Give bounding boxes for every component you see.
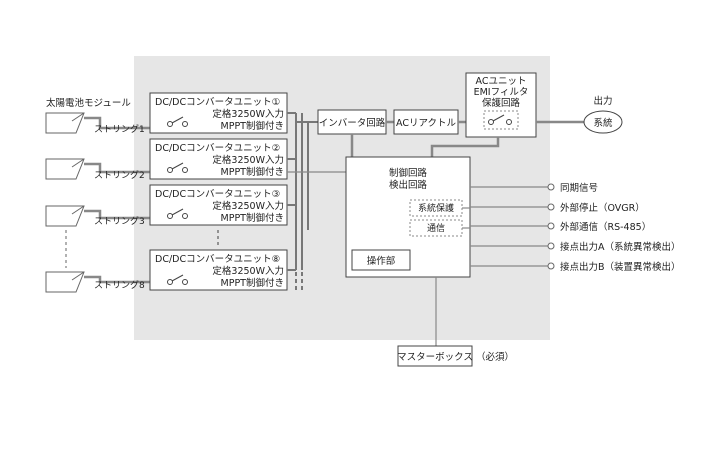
dcdc-unit-mppt: MPPT制御付き — [221, 166, 284, 178]
dcdc-unit-rating: 定格3250W入力 — [212, 108, 284, 120]
dcdc-unit-name: DC/DCコンバータユニット① — [155, 97, 280, 108]
switch-icon — [167, 208, 188, 219]
string-label: ストリング1 — [94, 123, 145, 135]
grid-circle — [583, 110, 623, 134]
switch-icon — [167, 116, 188, 127]
dcdc-unit-rating: 定格3250W入力 — [212, 154, 284, 166]
string-3-wire — [84, 209, 150, 220]
pv-module-label: 太陽電池モジュール — [46, 97, 131, 109]
switch-icon — [488, 114, 512, 125]
dcdc-unit-mppt: MPPT制御付き — [221, 277, 284, 289]
signal-label: 外部通信（RS-485） — [560, 221, 651, 233]
ac-reactor-label: ACリアクトル — [396, 118, 456, 129]
dcdc-unit-name: DC/DCコンバータユニット③ — [155, 189, 280, 200]
string-2-wire — [84, 162, 150, 174]
dcdc-unit-name: DC/DCコンバータユニット② — [155, 143, 280, 154]
control-label: 検出回路 — [389, 179, 428, 191]
required-label: （必須） — [476, 351, 514, 363]
signal-lines — [462, 186, 548, 267]
master-box-label: マスターボックス — [397, 352, 473, 363]
dcdc-unit-mppt: MPPT制御付き — [221, 120, 284, 132]
dcdc-unit-2: DC/DCコンバータユニット② 定格3250W入力 MPPT制御付き — [149, 138, 288, 180]
communication-label: 通信 — [427, 222, 445, 234]
signal-port — [547, 183, 555, 191]
dcdc-unit-3: DC/DCコンバータユニット③ 定格3250W入力 MPPT制御付き — [149, 184, 288, 226]
dcdc-unit-rating: 定格3250W入力 — [212, 200, 284, 212]
string-label: ストリング3 — [94, 215, 145, 227]
dcdc-unit-name: DC/DCコンバータユニット⑧ — [155, 254, 280, 265]
string-label: ストリング2 — [94, 169, 145, 181]
dcdc-unit-8: DC/DCコンバータユニット⑧ 定格3250W入力 MPPT制御付き — [149, 249, 288, 291]
switch-icon — [167, 274, 188, 285]
pv-panel-icon — [45, 271, 85, 293]
pv-panel-icon — [45, 205, 85, 227]
signal-label: 同期信号 — [560, 182, 598, 194]
dcdc-unit-mppt: MPPT制御付き — [221, 212, 284, 224]
string-1-wire — [84, 116, 150, 130]
string-8-wire — [84, 275, 150, 284]
signal-label: 接点出力B（装置異常検出） — [560, 261, 681, 273]
pv-panel-icon — [45, 158, 85, 180]
dc-bus — [287, 112, 346, 290]
signal-port — [547, 203, 555, 211]
system-protection-label: 系統保護 — [418, 202, 454, 214]
dcdc-unit-1: DC/DCコンバータユニット① 定格3250W入力 MPPT制御付き — [149, 92, 288, 134]
signal-label: 外部停止（OVGR） — [560, 202, 645, 214]
master-box — [397, 345, 473, 367]
inverter-block — [317, 109, 387, 135]
ac-unit-line: 保護回路 — [482, 97, 521, 109]
operation-panel — [351, 249, 411, 271]
switch-icon — [167, 162, 188, 173]
signal-port — [547, 242, 555, 250]
pv-panel-icon — [45, 112, 85, 134]
inverter-label: インバータ回路 — [319, 117, 386, 129]
signal-port — [547, 222, 555, 230]
acunit-to-control-wire — [430, 137, 500, 157]
ac-unit-line: EMIフィルタ — [474, 87, 529, 98]
string-label: ストリング8 — [94, 279, 145, 291]
grid-label: 系統 — [593, 117, 613, 129]
dcdc-unit-rating: 定格3250W入力 — [212, 265, 284, 277]
control-label: 制御回路 — [389, 167, 428, 179]
signal-port — [547, 262, 555, 270]
operation-label: 操作部 — [367, 255, 396, 267]
ac-reactor-block — [393, 109, 459, 135]
signal-label: 接点出力A（系統異常検出） — [560, 241, 681, 253]
ac-unit-line: ACユニット — [476, 76, 527, 87]
output-label: 出力 — [593, 95, 612, 107]
